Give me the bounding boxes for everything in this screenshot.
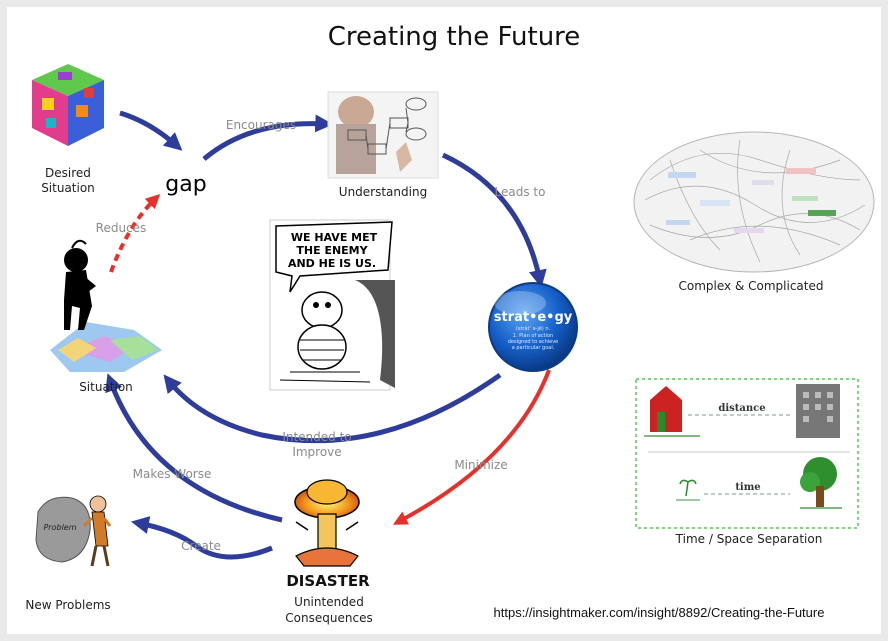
arrow-makes-worse xyxy=(105,373,283,523)
edge-label-reduces: Reduces xyxy=(96,221,147,235)
strategy-pronunciation: (străt' ə-jē) n. xyxy=(516,326,551,332)
complex-caption: Complex & Complicated xyxy=(679,279,824,293)
time-space-separation-panel: distance time xyxy=(635,378,859,529)
edge-label-encourages: Encourages xyxy=(226,118,296,132)
cartoon-quote-line-1: WE HAVE MET xyxy=(291,231,378,244)
node-understanding: Understanding xyxy=(339,185,427,199)
arrow-desired-to-gap xyxy=(119,110,183,151)
strategy-orb-icon: strat•e•gy (străt' ə-jē) n. 1. Plan of a… xyxy=(488,282,578,372)
node-desired-situation-line-1: Desired xyxy=(45,166,91,180)
edge-label-leads-to: Leads to xyxy=(495,185,546,199)
node-desired-situation-line-2: Situation xyxy=(41,181,95,195)
complex-network-icon xyxy=(633,131,875,273)
cartoon-quote-line-2: THE ENEMY xyxy=(296,244,368,257)
edge-label-intended-line-1: Intended to xyxy=(282,430,351,444)
new-problems-rock-icon: Problem xyxy=(35,495,112,567)
strategy-definition-line-2: designed to achieve xyxy=(508,339,559,345)
strategy-definition-line-3: a particular goal. xyxy=(512,345,555,351)
strategy-definition-line-1: 1. Plan of action xyxy=(513,333,553,339)
time-label: time xyxy=(735,482,760,493)
situation-puzzle-thinker-icon xyxy=(50,239,162,372)
arrows xyxy=(105,110,551,560)
arrow-minimize xyxy=(392,369,551,525)
arrow-encourages xyxy=(202,114,334,161)
edge-label-makes-worse: Makes Worse xyxy=(133,467,212,481)
node-new-problems: New Problems xyxy=(25,598,110,612)
source-url[interactable]: https://insightmaker.com/insight/8892/Cr… xyxy=(494,605,825,620)
node-unintended-line-1: Unintended xyxy=(294,595,364,609)
disaster-explosion-icon xyxy=(294,479,360,567)
edge-label-minimize: Minimize xyxy=(454,458,507,472)
distance-label: distance xyxy=(718,403,765,414)
cartoon-quote-line-3: AND HE IS US. xyxy=(288,257,376,270)
pogo-cartoon-icon: WE HAVE MET THE ENEMY AND HE IS US. xyxy=(269,219,395,391)
strategy-word: strat•e•gy xyxy=(494,310,573,325)
node-unintended-line-2: Consequences xyxy=(285,611,372,625)
desired-situation-cube-icon xyxy=(32,64,104,146)
disaster-text: DISASTER xyxy=(286,572,370,590)
arrow-reduces xyxy=(109,194,161,273)
node-gap: gap xyxy=(165,172,206,197)
diagram-title: Creating the Future xyxy=(328,22,581,52)
edge-label-create: Create xyxy=(181,539,221,553)
arrow-create xyxy=(130,516,273,560)
edge-label-intended-line-2: Improve xyxy=(292,445,341,459)
node-situation: Situation xyxy=(79,380,133,394)
separation-caption: Time / Space Separation xyxy=(675,532,823,546)
arrow-intended-to-improve xyxy=(163,372,502,444)
problem-rock-label: Problem xyxy=(43,523,76,532)
arrow-leads-to xyxy=(441,152,547,289)
understanding-flowchart-icon xyxy=(327,91,439,179)
